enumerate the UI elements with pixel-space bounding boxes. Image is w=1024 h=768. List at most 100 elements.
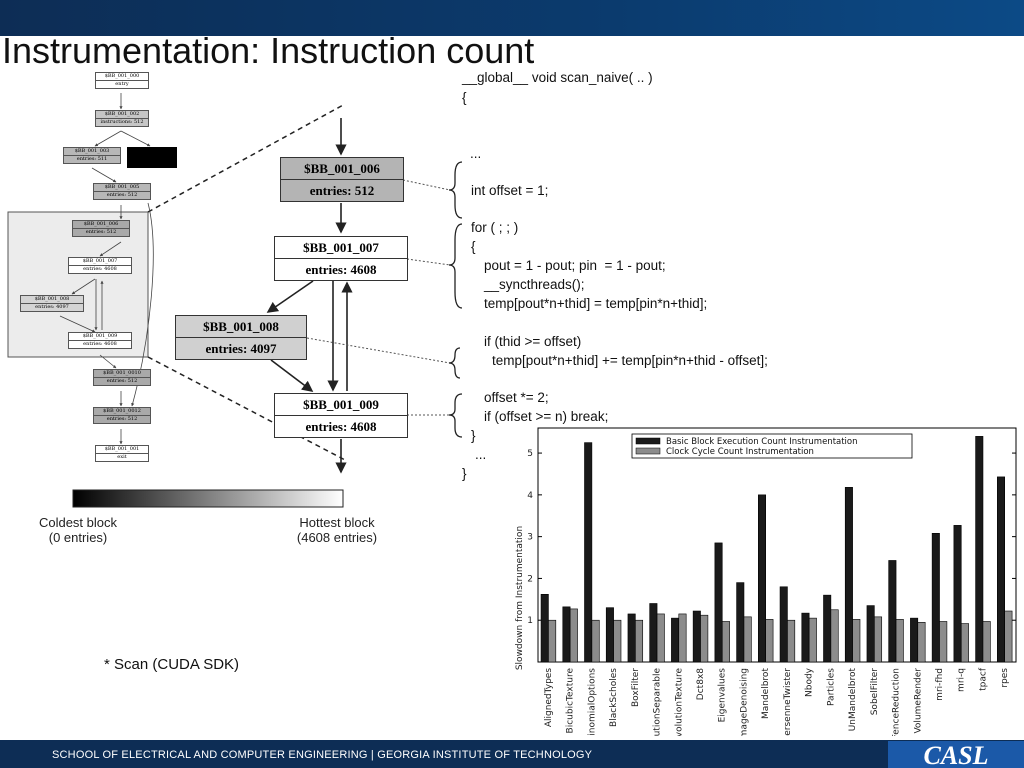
bar-clock-cycle <box>960 623 969 663</box>
bar-clock-cycle <box>548 619 557 663</box>
plot-frame <box>537 427 1017 663</box>
bar-basic-block <box>671 617 680 663</box>
x-tick-label: BoxFilter <box>631 668 641 707</box>
bar-basic-block <box>779 586 788 663</box>
x-tick-label: mri-fhd <box>935 668 945 701</box>
bar-clock-cycle <box>787 619 796 663</box>
footer-bar: SCHOOL OF ELECTRICAL AND COMPUTER ENGINE… <box>0 740 1024 768</box>
code-line: { <box>471 239 476 254</box>
code-line: __global__ void scan_naive( .. ) <box>462 70 653 85</box>
x-tick-label: ConvolutionSeparable <box>653 668 663 736</box>
coldest-caption: Coldest block(0 entries) <box>38 515 118 545</box>
bar-clock-cycle <box>635 619 644 663</box>
source-note: * Scan (CUDA SDK) <box>104 656 240 673</box>
x-tick-label: ImageDenoising <box>739 668 749 736</box>
bar-clock-cycle <box>982 621 991 663</box>
code-line: temp[pout*n+thid] = temp[pin*n+thid]; <box>484 296 708 311</box>
bar-clock-cycle <box>678 613 687 663</box>
bar-basic-block <box>714 542 723 663</box>
bar-clock-cycle <box>895 619 904 663</box>
bar-clock-cycle <box>613 619 622 663</box>
x-tick-label: AlignedTypes <box>544 668 554 727</box>
bar-basic-block <box>562 606 571 663</box>
bar-clock-cycle <box>874 616 883 663</box>
bar-basic-block <box>627 613 636 663</box>
bar-clock-cycle <box>852 619 861 663</box>
y-tick-label: 2 <box>527 574 533 584</box>
x-tick-label: MersenneTwister <box>783 668 793 736</box>
mini-node-cold-block <box>127 147 177 168</box>
bar-clock-cycle <box>917 622 926 663</box>
bar-basic-block <box>888 560 897 663</box>
hottest-caption: Hottest block(4608 entries) <box>296 515 378 545</box>
code-line: for ( ; ; ) <box>471 220 519 235</box>
bar-clock-cycle <box>939 621 948 663</box>
y-axis-label: Slowdown from Instrumentation <box>515 526 525 670</box>
chart-legend <box>631 433 913 459</box>
code-line: ... <box>475 447 487 462</box>
bar-clock-cycle <box>569 608 578 663</box>
y-tick-label: 1 <box>527 616 533 626</box>
bar-basic-block <box>823 594 832 663</box>
heat-gradient-bar <box>72 489 344 508</box>
code-line: offset *= 2; <box>484 390 549 405</box>
x-tick-label: Particles <box>826 668 836 706</box>
x-tick-label: ReadFenceReduction <box>892 668 902 736</box>
x-tick-label: BinomialOptions <box>587 668 597 736</box>
x-tick-label: mri-q <box>957 668 967 692</box>
bar-clock-cycle <box>700 614 709 663</box>
bar-clock-cycle <box>830 609 839 663</box>
zoom-line-bottom <box>147 356 346 461</box>
y-tick-label: 3 <box>527 533 533 543</box>
x-tick-label: Mandelbrot <box>761 668 771 719</box>
y-tick-label: 4 <box>527 491 533 501</box>
legend-swatch <box>635 437 661 445</box>
bar-basic-block <box>758 494 767 663</box>
code-line: ... <box>470 146 482 161</box>
bar-basic-block <box>801 612 810 663</box>
x-tick-label: BlackScholes <box>609 668 619 727</box>
bar-basic-block <box>953 525 962 663</box>
x-tick-label: Eigenvalues <box>718 668 728 723</box>
casl-logo: CASL <box>888 741 1024 768</box>
slide-title: Instrumentation: Instruction count <box>2 30 535 71</box>
x-tick-label: tpacf <box>978 667 988 691</box>
code-line: pout = 1 - pout; pin = 1 - pout; <box>484 258 666 273</box>
code-line: temp[pout*n+thid] += temp[pin*n+thid - o… <box>492 353 768 368</box>
x-tick-label: Nbody <box>805 667 815 697</box>
legend-swatch <box>635 447 661 455</box>
bar-basic-block <box>540 594 549 663</box>
bar-basic-block <box>975 436 984 663</box>
bar-clock-cycle <box>765 619 774 663</box>
legend-label: Basic Block Execution Count Instrumentat… <box>666 437 858 447</box>
bar-clock-cycle <box>656 613 665 663</box>
bar-clock-cycle <box>743 616 752 663</box>
bar-clock-cycle <box>721 621 730 663</box>
code-line: } <box>462 466 467 481</box>
x-tick-label: VolumeRender <box>913 668 923 734</box>
bar-basic-block <box>844 487 853 663</box>
bar-basic-block <box>997 476 1006 663</box>
code-line: int offset = 1; <box>471 183 549 198</box>
code-line: __syncthreads(); <box>484 277 585 292</box>
bar-basic-block <box>649 603 658 663</box>
zoom-line-top <box>147 103 346 213</box>
bar-basic-block <box>605 607 614 663</box>
bar-clock-cycle <box>1004 610 1013 663</box>
code-line: } <box>471 428 476 443</box>
code-line: if (thid >= offset) <box>484 334 582 349</box>
footer-text: SCHOOL OF ELECTRICAL AND COMPUTER ENGINE… <box>52 749 593 761</box>
code-line: { <box>462 90 467 105</box>
y-tick-label: 5 <box>527 449 533 459</box>
